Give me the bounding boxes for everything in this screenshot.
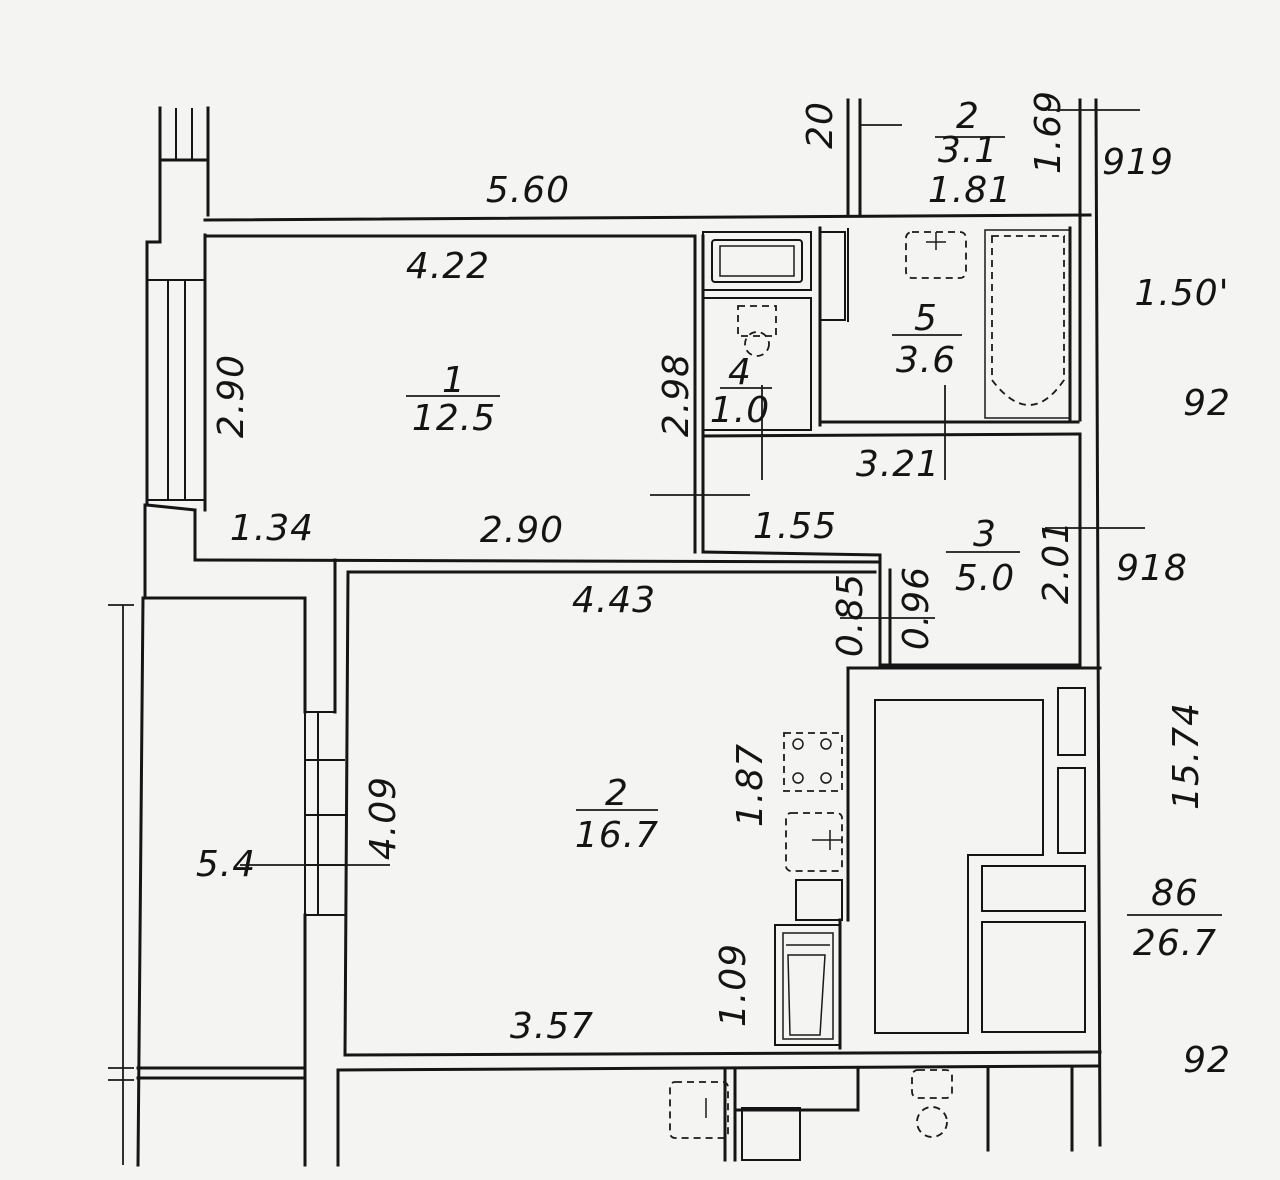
- dim-room2-bottom-small: 1.09: [713, 943, 754, 1027]
- room-1-number: 1: [442, 360, 466, 401]
- room-3-number: 3: [973, 514, 997, 555]
- dim-room3-right: 2.01: [1036, 520, 1077, 604]
- dim-bath-top: 1.81: [928, 170, 1012, 211]
- margin-mark-1: 919: [1102, 142, 1174, 183]
- labels: 1 12.5 2 16.7 3 5.0 4 1.0 5 3.6 2 3.1 5.…: [196, 90, 1231, 1081]
- dim-room2-bottom: 3.57: [510, 1006, 594, 1047]
- dim-room1-bottom-left: 1.34: [230, 508, 314, 549]
- dim-niche-a: 0.85: [830, 573, 871, 657]
- room-5-number: 5: [914, 298, 938, 339]
- room-4-area: 1.0: [710, 390, 770, 431]
- fixtures: [669, 229, 1086, 1161]
- dim-hall-top: 3.21: [856, 444, 940, 485]
- dim-room2-left: 4.09: [363, 776, 404, 860]
- margin-mark-5: 92: [1183, 1040, 1231, 1081]
- dim-wall-20: 20: [800, 101, 841, 149]
- room-2-number: 2: [605, 773, 629, 814]
- room-4-number: 4: [728, 352, 752, 393]
- dim-building-length: 15.74: [1166, 702, 1207, 810]
- apartment-number: 86: [1151, 873, 1199, 914]
- margin-mark-2: 1.50': [1134, 273, 1229, 314]
- margin-mark-3: 92: [1183, 383, 1231, 424]
- dimension-lines: [108, 109, 1222, 1165]
- dim-room1-right: 2.98: [656, 353, 697, 437]
- dim-room1-left: 2.90: [211, 354, 252, 438]
- balcony-area: 5.4: [196, 844, 256, 885]
- margin-mark-4: 918: [1116, 548, 1188, 589]
- top-room-area: 3.1: [938, 130, 998, 171]
- dim-niche-b: 0.96: [896, 566, 937, 650]
- room-5-area: 3.6: [896, 340, 956, 381]
- walls: [136, 98, 1102, 1167]
- dim-room2-top: 4.43: [572, 580, 656, 621]
- apartment-area: 26.7: [1133, 923, 1217, 964]
- dim-room1-top: 4.22: [406, 246, 490, 287]
- dim-kitchen-depth: 1.87: [730, 743, 771, 827]
- room-3-area: 5.0: [955, 558, 1015, 599]
- dim-room1-bottom: 2.90: [480, 510, 564, 551]
- dim-wall-169: 1.69: [1028, 90, 1069, 174]
- room-1-area: 12.5: [412, 398, 496, 439]
- dim-top-length: 5.60: [486, 170, 570, 211]
- room-2-area: 16.7: [575, 815, 659, 856]
- top-room-number: 2: [956, 96, 980, 137]
- dim-hall-bottom: 1.55: [753, 506, 837, 547]
